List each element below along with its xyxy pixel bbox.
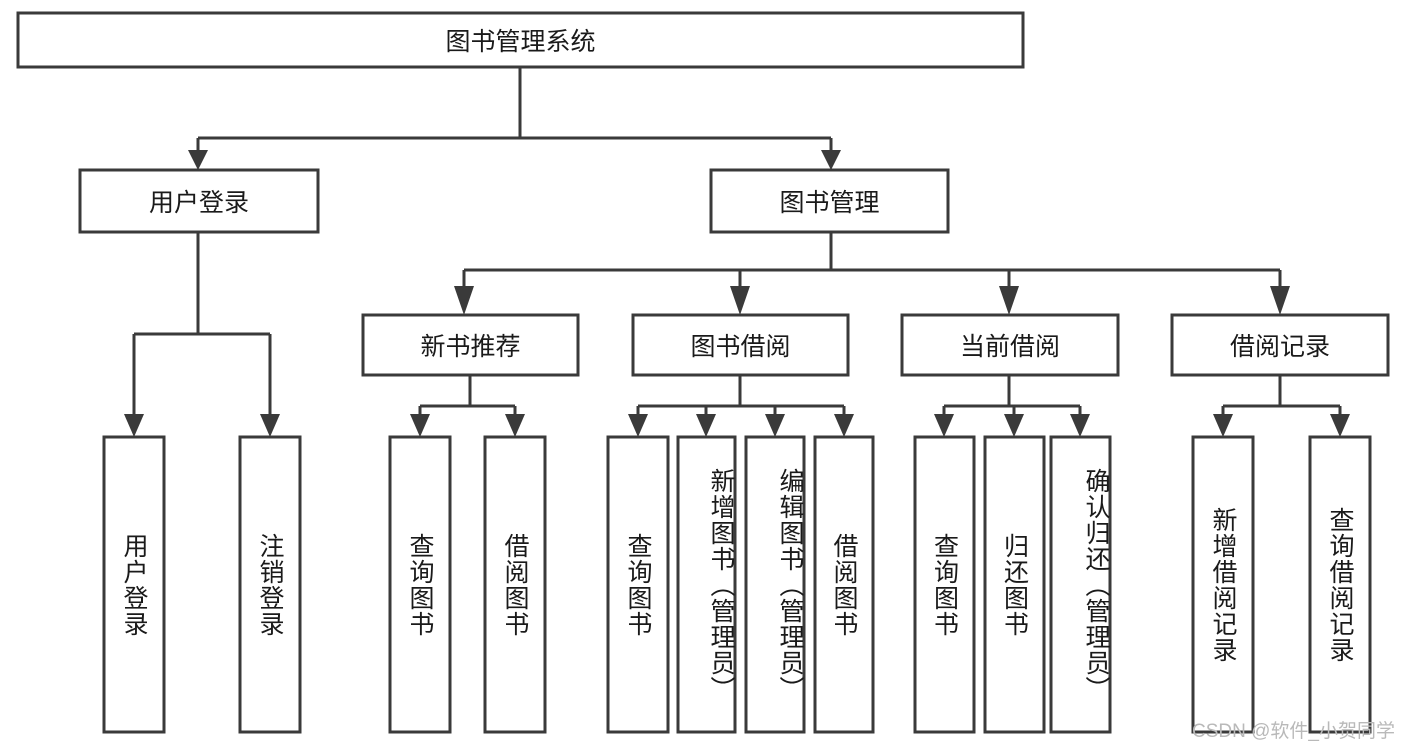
arrowhead-borrowrecords-leaf-1 [1213,414,1233,437]
arrowhead-user-login [188,150,208,170]
node-box-current-borrow[interactable] [900,313,1120,377]
arrowhead-currentborrow-leaf-1 [934,414,954,437]
node-box-user-login[interactable] [78,168,320,234]
arrowhead-current-borrow [999,286,1019,315]
node-box-new-book-recommend[interactable] [361,313,580,377]
node-box-book-borrow[interactable] [631,313,850,377]
node-box-leaf-query-book-1[interactable] [388,435,452,734]
arrowhead-leaf-logout [260,414,280,437]
arrowhead-book-mgmt [821,150,841,170]
arrowhead-new-book-recommend [454,286,474,315]
node-box-leaf-borrow-book-2[interactable] [813,435,875,734]
arrowhead-leaf-user-login [124,414,144,437]
node-box-book-management[interactable] [709,168,950,234]
connector-layer [124,67,1350,437]
node-box-borrow-records[interactable] [1170,313,1390,377]
node-box-layer [16,11,1390,734]
node-box-leaf-logout[interactable] [238,435,302,734]
arrowhead-currentborrow-leaf-3 [1070,414,1090,437]
arrowhead-bookborrow-leaf-1 [628,414,648,437]
arrowhead-newbook-leaf-1 [410,414,430,437]
node-box-leaf-query-record[interactable] [1308,435,1372,734]
arrowhead-borrow-records [1270,286,1290,315]
arrowhead-currentborrow-leaf-2 [1004,414,1024,437]
node-box-leaf-query-book-3[interactable] [913,435,976,734]
arrowhead-bookborrow-leaf-4 [834,414,854,437]
node-box-leaf-confirm-return[interactable] [1049,435,1112,734]
node-box-leaf-add-book[interactable] [676,435,737,734]
arrowhead-bookborrow-leaf-2 [696,414,716,437]
arrowhead-bookborrow-leaf-3 [765,414,785,437]
node-box-leaf-return-book[interactable] [983,435,1046,734]
arrowhead-newbook-leaf-2 [505,414,525,437]
node-box-leaf-edit-book[interactable] [744,435,806,734]
node-box-leaf-borrow-book-1[interactable] [483,435,547,734]
node-box-leaf-user-login[interactable] [102,435,166,734]
arrowhead-book-borrow [730,286,750,315]
node-box-leaf-query-book-2[interactable] [606,435,670,734]
node-box-leaf-add-record[interactable] [1191,435,1255,734]
arrowhead-borrowrecords-leaf-2 [1330,414,1350,437]
node-box-root[interactable] [16,11,1025,69]
